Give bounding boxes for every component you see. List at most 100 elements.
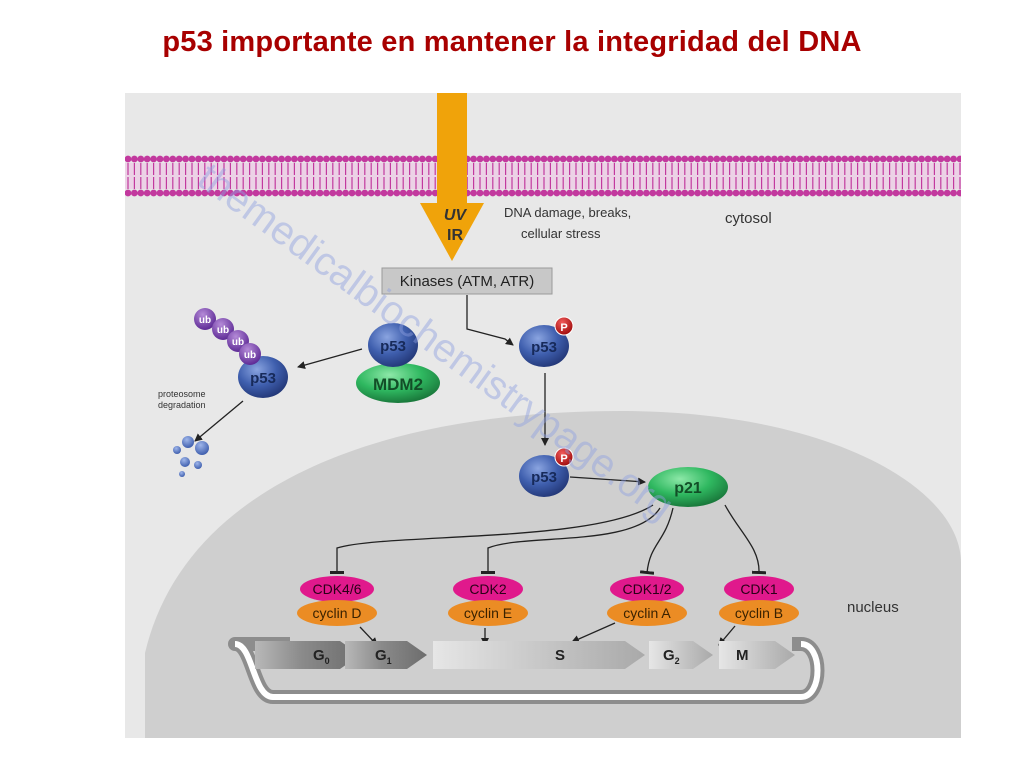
lipid-head	[125, 189, 132, 197]
lipid-head	[291, 189, 298, 197]
lipid-head	[758, 155, 765, 163]
lipid-head	[694, 189, 701, 197]
lipid-head	[796, 189, 804, 197]
lipid-head	[572, 155, 580, 163]
lipid-head	[668, 189, 676, 197]
lipid-head	[771, 155, 778, 163]
lipid-head	[406, 155, 413, 163]
p53-protein-nuclear	[519, 455, 569, 497]
lipid-head	[591, 155, 599, 163]
proteosome-label-line1: proteosome	[158, 389, 206, 399]
lipid-head	[604, 155, 612, 163]
lipid-head	[700, 189, 708, 197]
lipid-head	[143, 189, 151, 197]
complex-cdk46-cyclin-d: CDK4/6 cyclin D	[297, 576, 377, 626]
lipid-head	[841, 189, 849, 197]
cdk-cyclin-complexes: CDK4/6 cyclin D CDK2 cyclin E CDK1/2 cyc…	[297, 576, 799, 626]
lipid-head	[502, 155, 509, 163]
lipid-head	[655, 189, 663, 197]
lipid-head	[585, 189, 593, 197]
p21-inhibition-lines	[330, 504, 767, 575]
lipid-head	[188, 155, 196, 163]
cyclin-b-protein	[719, 600, 799, 626]
lipid-head	[393, 189, 401, 197]
lipid-head	[841, 155, 849, 163]
lipid-head	[835, 189, 842, 197]
lipid-head	[348, 189, 356, 197]
lipid-head	[195, 189, 202, 197]
lipid-head	[777, 155, 785, 163]
lipid-head	[150, 155, 157, 163]
lipid-head	[751, 155, 759, 163]
lipid-head	[534, 189, 541, 197]
lipid-head	[822, 189, 829, 197]
lipid-head	[687, 189, 695, 197]
lipid-head	[239, 155, 247, 163]
lipid-head	[643, 189, 650, 197]
lipid-head	[918, 189, 925, 197]
lipid-head	[796, 155, 804, 163]
lipid-head	[809, 155, 817, 163]
lipid-head	[246, 155, 253, 163]
p53-label-nuclear: p53	[531, 469, 557, 486]
lipid-head	[150, 189, 157, 197]
lipid-head	[380, 155, 388, 163]
lipid-head	[809, 189, 817, 197]
kinases-box: Kinases (ATM, ATR)	[381, 267, 553, 295]
lipid-head	[815, 189, 823, 197]
lipid-head	[847, 155, 855, 163]
ubiquitinated-p53: p53 ub ub ub ub	[194, 308, 288, 398]
cdk2-protein	[453, 576, 523, 602]
lipid-head	[803, 189, 810, 197]
lipid-head	[374, 155, 381, 163]
lipid-head	[732, 155, 740, 163]
lipid-head	[419, 155, 426, 163]
lipid-head	[732, 189, 740, 197]
p53-protein-ub	[238, 356, 288, 398]
cyclin-e-protein	[448, 600, 528, 626]
cyclin-b-label: cyclin B	[735, 605, 783, 621]
complex-cdk2-cyclin-e: CDK2 cyclin E	[448, 576, 528, 626]
lipid-head	[323, 155, 330, 163]
lipid-head	[911, 189, 919, 197]
lipid-head	[361, 155, 369, 163]
lipid-head	[726, 189, 733, 197]
lipid-head	[879, 189, 887, 197]
cdk2-label: CDK2	[469, 581, 507, 597]
lipid-head	[803, 155, 810, 163]
lipid-head	[425, 189, 433, 197]
lipid-head	[739, 189, 746, 197]
lipid-head	[540, 155, 548, 163]
lipid-head	[828, 189, 836, 197]
lipid-head	[374, 189, 381, 197]
lipid-head	[707, 189, 714, 197]
lipid-head	[943, 155, 951, 163]
lipid-head	[758, 189, 765, 197]
degraded-fragments	[173, 436, 209, 477]
lipid-head	[182, 189, 189, 197]
inhibit-cdk12	[639, 507, 674, 575]
kinases-label: Kinases (ATM, ATR)	[400, 273, 534, 290]
lipid-head	[611, 189, 618, 197]
ub-label-4: ub	[244, 350, 256, 361]
lipid-head	[220, 189, 228, 197]
lipid-head	[924, 189, 932, 197]
lipid-head	[259, 155, 266, 163]
lipid-head	[399, 189, 407, 197]
lipid-head	[905, 189, 913, 197]
lipid-head	[303, 155, 311, 163]
lipid-head	[195, 155, 202, 163]
p53-label-bound: p53	[380, 338, 406, 355]
lipid-head	[207, 189, 215, 197]
mdm2-protein	[356, 363, 440, 403]
lipid-head	[515, 189, 522, 197]
lipid-head	[169, 155, 177, 163]
lipid-head	[137, 155, 145, 163]
phosphate-group-nuclear	[554, 447, 574, 467]
lipid-head	[847, 189, 855, 197]
lipid-head	[579, 189, 586, 197]
lipid-head	[956, 189, 961, 197]
lipid-head	[892, 155, 900, 163]
cyclin-e-label: cyclin E	[464, 605, 512, 621]
lipid-head	[860, 189, 868, 197]
